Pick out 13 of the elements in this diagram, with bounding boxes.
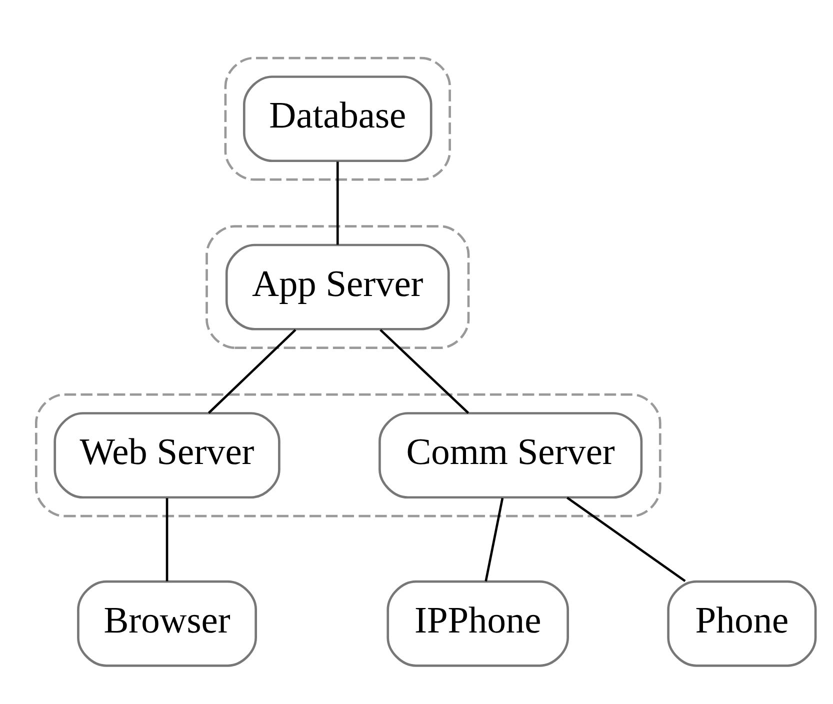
node-box: Phone <box>667 580 817 666</box>
node-box: Web Server <box>54 412 280 498</box>
cluster <box>206 224 470 348</box>
connector <box>336 161 339 244</box>
node-box: Comm Server <box>378 412 643 498</box>
node-box: IPPhone <box>386 580 569 666</box>
node-box: App Server <box>225 243 450 330</box>
node-box: Database <box>242 75 432 162</box>
cluster <box>35 392 662 517</box>
connector <box>484 497 504 582</box>
node-box: Browser <box>77 580 257 666</box>
connector <box>166 498 168 581</box>
cluster <box>224 56 451 180</box>
